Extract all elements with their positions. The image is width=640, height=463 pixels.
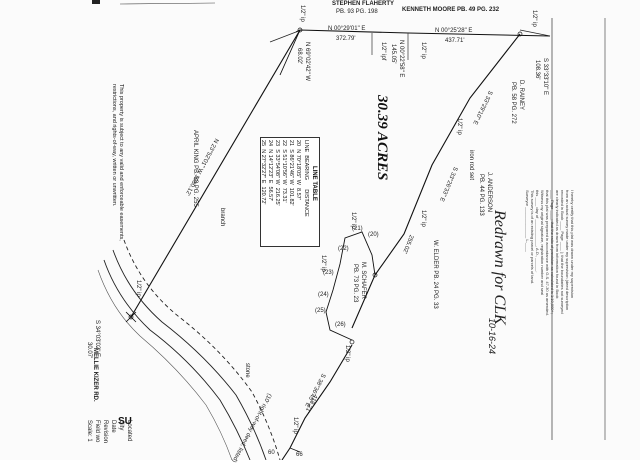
bearing-nw: N 69°02'42" W — [304, 42, 310, 82]
marker-iron-rod: iron rod set — [468, 150, 474, 181]
title-block-line: Located — [126, 420, 132, 442]
header-line: LINE — [303, 140, 309, 153]
owner-kenneth-moore: KENNETH MOORE PB. 49 PG. 232 — [402, 7, 500, 13]
marker-ip-lower: 1/2" ip — [420, 210, 426, 227]
title-block-title: SU — [118, 416, 132, 427]
title-block: SU — [118, 416, 132, 427]
distance-nw: 68.02' — [296, 48, 302, 65]
note-line: This property is subject to any valid an… — [118, 84, 124, 241]
marker-ip-center-2: 1/2" ip — [420, 42, 426, 59]
owner-j-anderson: J. ANDERSON — [486, 172, 492, 213]
corner-pin — [372, 272, 378, 278]
road-edge-left — [103, 259, 251, 460]
top-edge-line — [119, 2, 216, 5]
line-table-row: 21 S 86°21'46" W 101.82' — [288, 140, 294, 206]
east-boundary — [351, 33, 521, 329]
bearing-north-2: N 00°25'28" E — [435, 28, 473, 34]
curve-label: (23) — [323, 270, 334, 276]
title-block-line: Date — [110, 420, 116, 433]
handwritten-date: 10-16-24 — [487, 318, 497, 355]
line-table-header: LINE BEARING DISTANCE — [301, 140, 309, 217]
bearing-top-right: S 33°33'10" E — [542, 58, 548, 96]
note-line: restrictions, and rights-of-way, written… — [111, 84, 117, 207]
owner-stephen-flaherty: STEPHEN FLAHERTY — [332, 1, 395, 7]
sw-corner-mark — [125, 311, 137, 323]
owner-stephen-ref: PB. 93 PG. 198 — [336, 9, 378, 15]
curve-label: (20) — [368, 232, 379, 238]
corner-tick — [289, 447, 301, 453]
title-block-line: Revision — [102, 420, 108, 444]
corner-pin — [297, 27, 303, 33]
line-table-row: 23 S 33°54'08" W 216.25' — [274, 140, 280, 206]
corner-number: 66 — [296, 452, 303, 458]
inner-boundary — [325, 231, 376, 341]
distance-center: 145.05' — [390, 44, 396, 64]
curve-label: (25) — [315, 308, 326, 314]
bearing-north-1: N 00°29'01" E — [328, 26, 366, 32]
road-centerline — [123, 239, 281, 460]
line-table-title: LINE TABLE — [311, 166, 317, 201]
curve-label: (24) — [318, 292, 329, 298]
header-distance: DISTANCE — [303, 189, 309, 217]
marker-ip-east: 1/2" ip — [456, 118, 462, 135]
title-block-line: City — [118, 420, 124, 431]
handwritten-note: Redrawn for CLK — [491, 210, 508, 325]
road-name: MELLIE KIZER RD. — [92, 348, 98, 402]
corner-pin — [349, 339, 355, 345]
owner-d-rainey-ref: PB. 58 PG. 272 — [510, 82, 516, 124]
owner-m-schafer-ref: PB. 73 PG. 23 — [352, 264, 358, 303]
surveyor-certificate: I hereby certify that this plat was draw… — [525, 190, 575, 316]
marker-stone: stone — [244, 363, 250, 378]
south-boundary — [281, 344, 353, 460]
corner-pin — [517, 31, 523, 37]
curve-label: (21) — [352, 226, 363, 232]
marker-ip-sw: 1/2" ip — [135, 280, 141, 297]
distance-north-1: 372.79' — [336, 36, 356, 42]
curve-label: (26) — [335, 322, 346, 328]
ne-tick — [519, 29, 551, 37]
marker-branch: branch — [219, 208, 225, 227]
title-block-line: Field wo — [94, 420, 100, 443]
marker-ip-bottom: 1/2" ip — [292, 417, 298, 434]
marker-ip-se: 1/2" ip — [344, 345, 350, 362]
acreage-label: 30.39 ACRES — [374, 95, 390, 181]
easement-note: This property is subject to any valid an… — [110, 84, 124, 241]
owner-d-rainey: D. RAINEY — [518, 80, 524, 111]
owner-w-elder: W. ELDER PB. 24 PG. 33 — [432, 240, 438, 309]
nw-segment — [279, 29, 301, 76]
curve-label: (22) — [338, 246, 349, 252]
line-table-row: 24 N 14°12'23" E 56.57' — [267, 140, 273, 202]
road-edge-right — [112, 249, 267, 460]
line-table-row: 25 N 27°32'27" E 120.72' — [260, 140, 266, 205]
owner-m-schafer: M. SCHAFER — [360, 262, 366, 300]
road-row-line — [97, 269, 233, 460]
line-table-row: 22 S 51°10'56" W 73.31' — [281, 140, 287, 203]
bearing-center: N 00°22'58" E — [398, 40, 404, 78]
line-table-row: 20 N 70°18'05" W 8.57' — [295, 140, 301, 200]
line-table: LINE TABLE LINE BEARING DISTANCE 20 N 70… — [260, 137, 320, 247]
title-block-line: Scale: 1 — [86, 420, 92, 442]
distance-north-2: 437.71' — [445, 38, 465, 44]
header-bearing: BEARING — [303, 155, 309, 181]
corner-pin — [128, 314, 134, 320]
owner-j-anderson-ref: PB. 44 PG. 133 — [478, 174, 484, 216]
marker-ip-nw: 1/2" ip — [299, 5, 305, 22]
marker-ip-center: 1/2" ipf — [380, 42, 386, 61]
distance-top-right: 108.36' — [534, 60, 540, 80]
corner-number: 60 — [268, 450, 275, 456]
marker-ip-ne: 1/2" ip — [531, 10, 537, 27]
scan-artifact — [92, 0, 100, 4]
nw-tick — [269, 31, 297, 43]
west-boundary — [130, 29, 301, 318]
